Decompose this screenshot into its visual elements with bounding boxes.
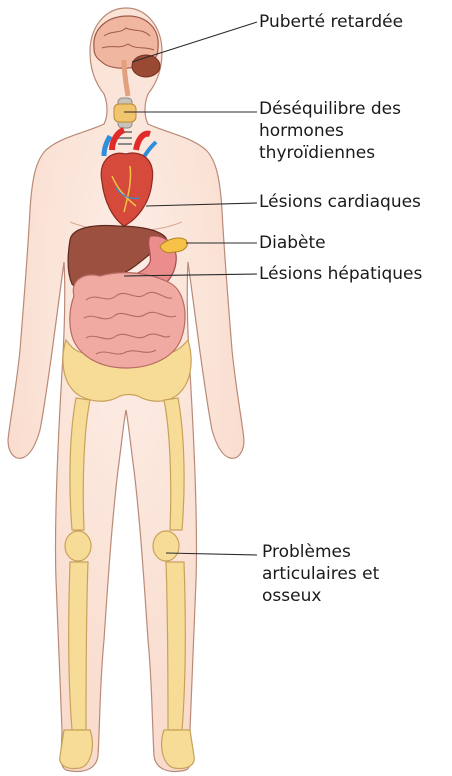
- label-diabetes: Diabète: [259, 232, 326, 254]
- right-tibia: [166, 562, 185, 730]
- label-thyroid: Déséquilibre des hormones thyroïdiennes: [259, 98, 401, 164]
- label-joints-line-3: osseux: [262, 585, 379, 607]
- label-joints: Problèmes articulaires et osseux: [262, 541, 379, 607]
- label-thyroid-line-2: hormones: [259, 120, 401, 142]
- cerebellum: [132, 55, 160, 77]
- label-heart: Lésions cardiaques: [259, 191, 421, 213]
- intestines: [70, 273, 185, 368]
- label-thyroid-line-3: thyroïdiennes: [259, 142, 401, 164]
- label-liver: Lésions hépatiques: [259, 263, 422, 285]
- left-knee: [65, 531, 91, 561]
- right-foot-bones: [162, 730, 195, 769]
- left-tibia: [69, 562, 88, 730]
- label-thyroid-line-1: Déséquilibre des: [259, 98, 401, 120]
- label-puberty: Puberté retardée: [259, 11, 403, 33]
- left-foot-bones: [60, 730, 93, 769]
- label-joints-line-1: Problèmes: [262, 541, 379, 563]
- label-joints-line-2: articulaires et: [262, 563, 379, 585]
- right-knee: [153, 531, 179, 561]
